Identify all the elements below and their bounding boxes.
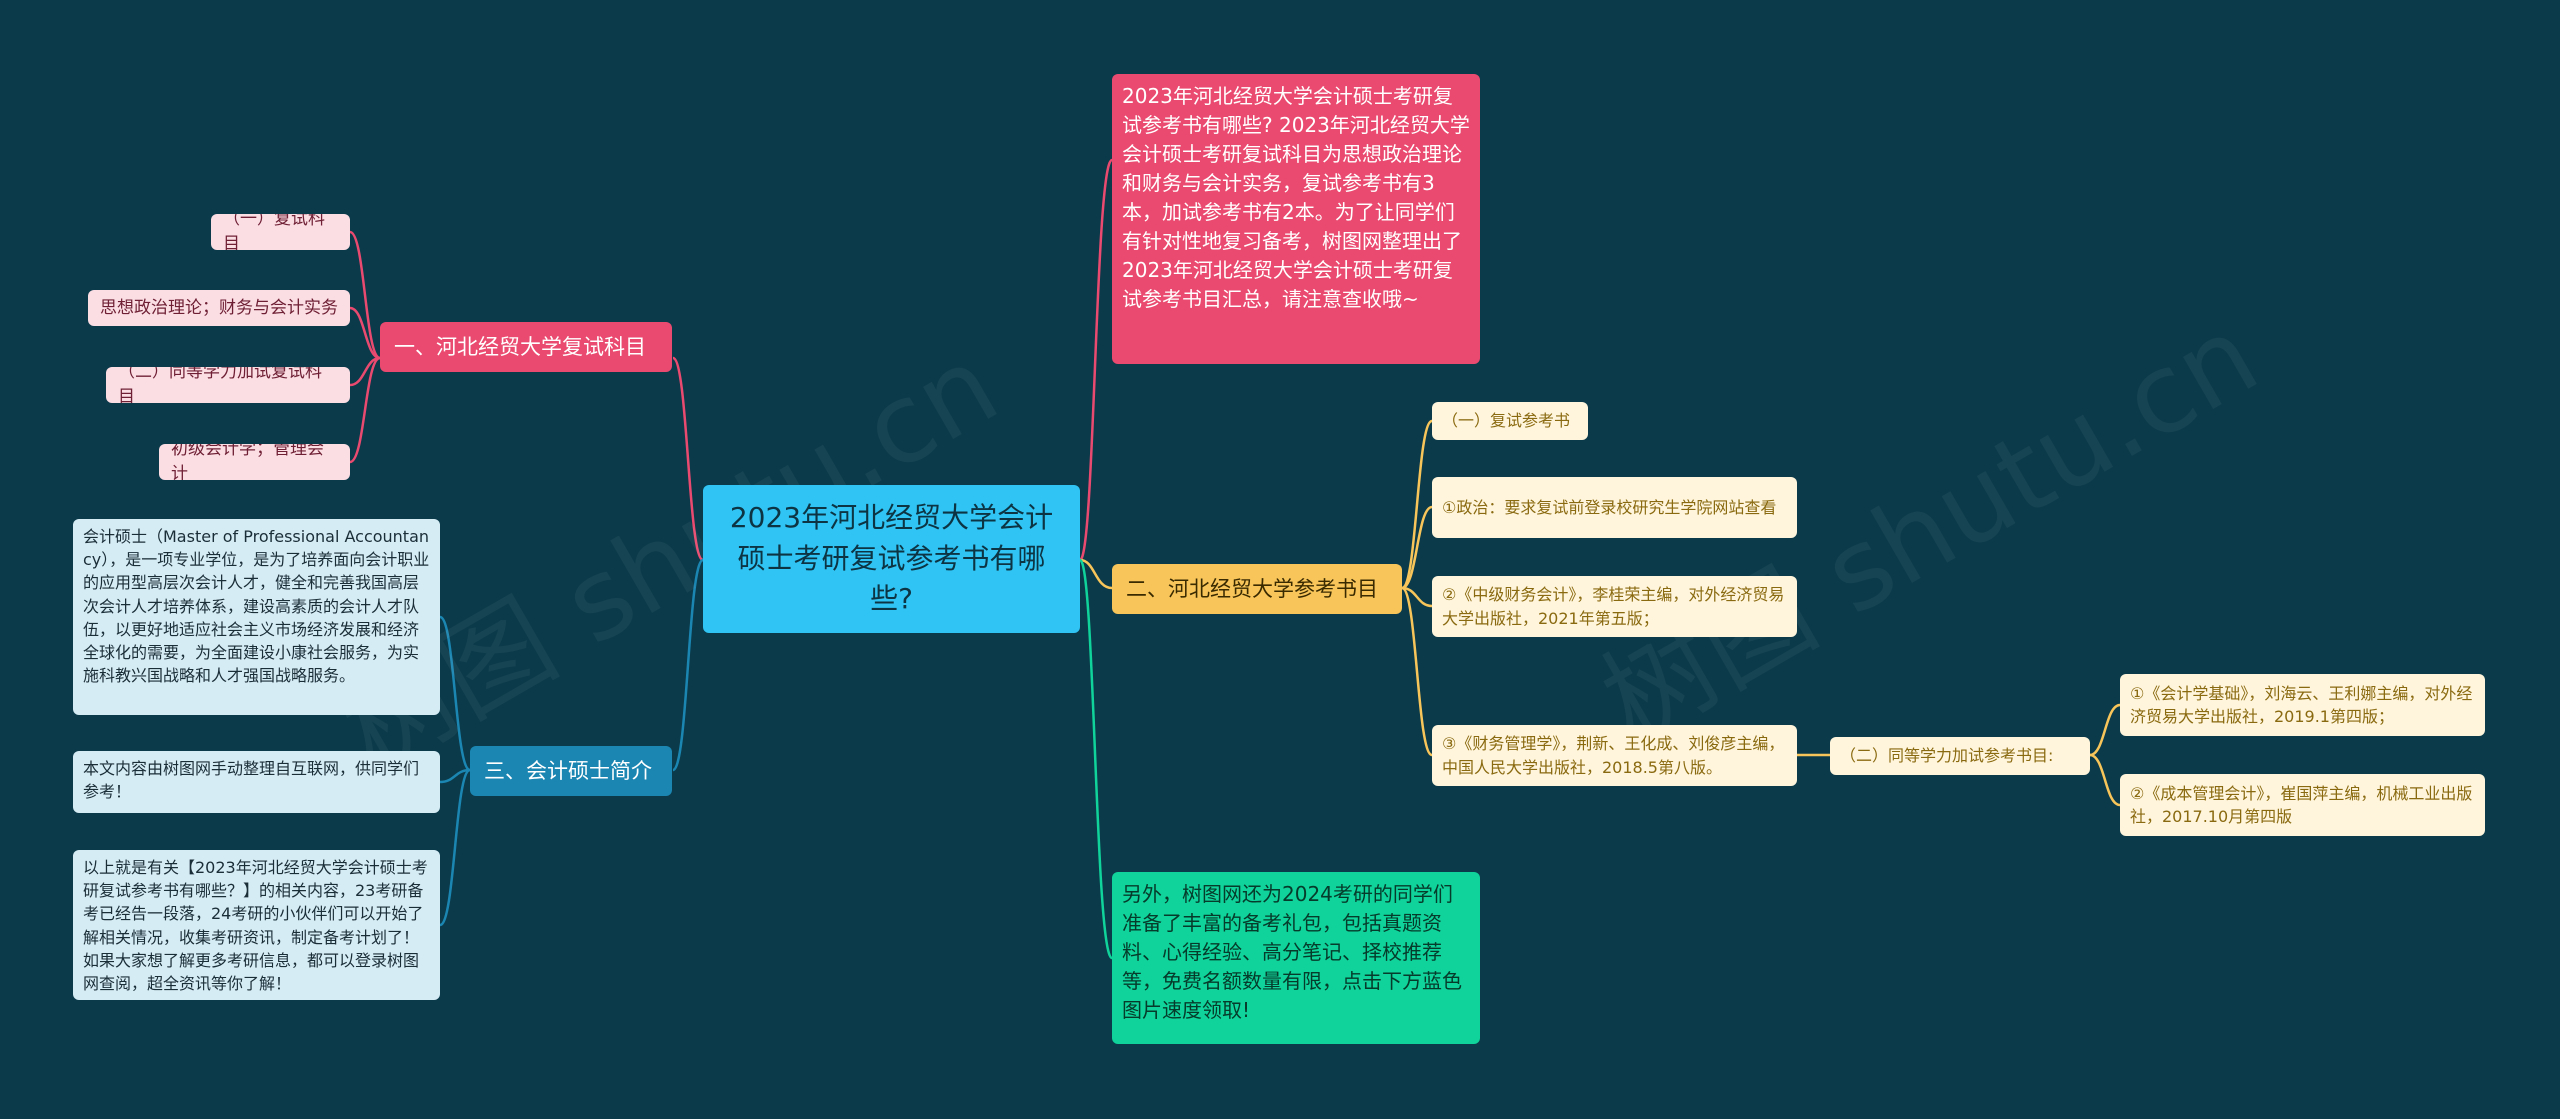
- leaf-retest-books[interactable]: （一）复试参考书: [1432, 402, 1588, 440]
- leaf-equivalent-subjects[interactable]: （二）同等学力加试复试科目: [106, 367, 350, 403]
- sub-equivalent-books[interactable]: （二）同等学力加试参考书目:: [1830, 737, 2090, 775]
- intro-node[interactable]: 2023年河北经贸大学会计硕士考研复试参考书有哪些? 2023年河北经贸大学会计…: [1112, 74, 1480, 364]
- branch-reference-books-label: 二、河北经贸大学参考书目: [1126, 576, 1378, 601]
- leaf-cost-management-book[interactable]: ②《成本管理会计》，崔国萍主编，机械工业出版社，2017.10月第四版: [2120, 774, 2485, 836]
- leaf-intermediate-accounting-book[interactable]: ②《中级财务会计》，李桂荣主编，对外经济贸易大学出版社，2021年第五版；: [1432, 576, 1797, 637]
- branch-reference-books[interactable]: 二、河北经贸大学参考书目: [1112, 564, 1402, 614]
- branch-mpacc-intro[interactable]: 三、会计硕士简介: [470, 746, 672, 796]
- leaf-financial-management-book[interactable]: ③《财务管理学》，荆新、王化成、刘俊彦主编，中国人民大学出版社，2018.5第八…: [1432, 725, 1797, 786]
- branch-retest-subjects[interactable]: 一、河北经贸大学复试科目: [380, 322, 672, 372]
- promo-node[interactable]: 另外，树图网还为2024考研的同学们准备了丰富的备考礼包，包括真题资料、心得经验…: [1112, 872, 1480, 1044]
- leaf-politics-book[interactable]: ①政治：要求复试前登录校研究生学院网站查看: [1432, 477, 1797, 538]
- central-topic-title: 2023年河北经贸大学会计硕士考研复试参考书有哪些?: [729, 501, 1054, 616]
- intro-text: 2023年河北经贸大学会计硕士考研复试参考书有哪些? 2023年河北经贸大学会计…: [1122, 84, 1470, 311]
- leaf-source-note[interactable]: 本文内容由树图网手动整理自互联网，供同学们参考！: [73, 751, 440, 813]
- leaf-retest-subjects[interactable]: （一）复试科目: [211, 214, 350, 250]
- central-topic[interactable]: 2023年河北经贸大学会计硕士考研复试参考书有哪些?: [703, 485, 1080, 633]
- branch-retest-subjects-label: 一、河北经贸大学复试科目: [394, 334, 646, 359]
- leaf-mpacc-description[interactable]: 会计硕士（Master of Professional Accountancy）…: [73, 519, 440, 715]
- promo-text: 另外，树图网还为2024考研的同学们准备了丰富的备考礼包，包括真题资料、心得经验…: [1122, 882, 1462, 1022]
- leaf-summary-note[interactable]: 以上就是有关【2023年河北经贸大学会计硕士考研复试参考书有哪些？】的相关内容，…: [73, 850, 440, 1000]
- branch-mpacc-intro-label: 三、会计硕士简介: [484, 758, 652, 783]
- leaf-equivalent-subjects-content[interactable]: 初级会计学；管理会计: [159, 444, 350, 480]
- leaf-accounting-basics-book[interactable]: ①《会计学基础》，刘海云、王利娜主编，对外经济贸易大学出版社，2019.1第四版…: [2120, 674, 2485, 736]
- leaf-retest-subjects-content[interactable]: 思想政治理论；财务与会计实务: [88, 290, 350, 326]
